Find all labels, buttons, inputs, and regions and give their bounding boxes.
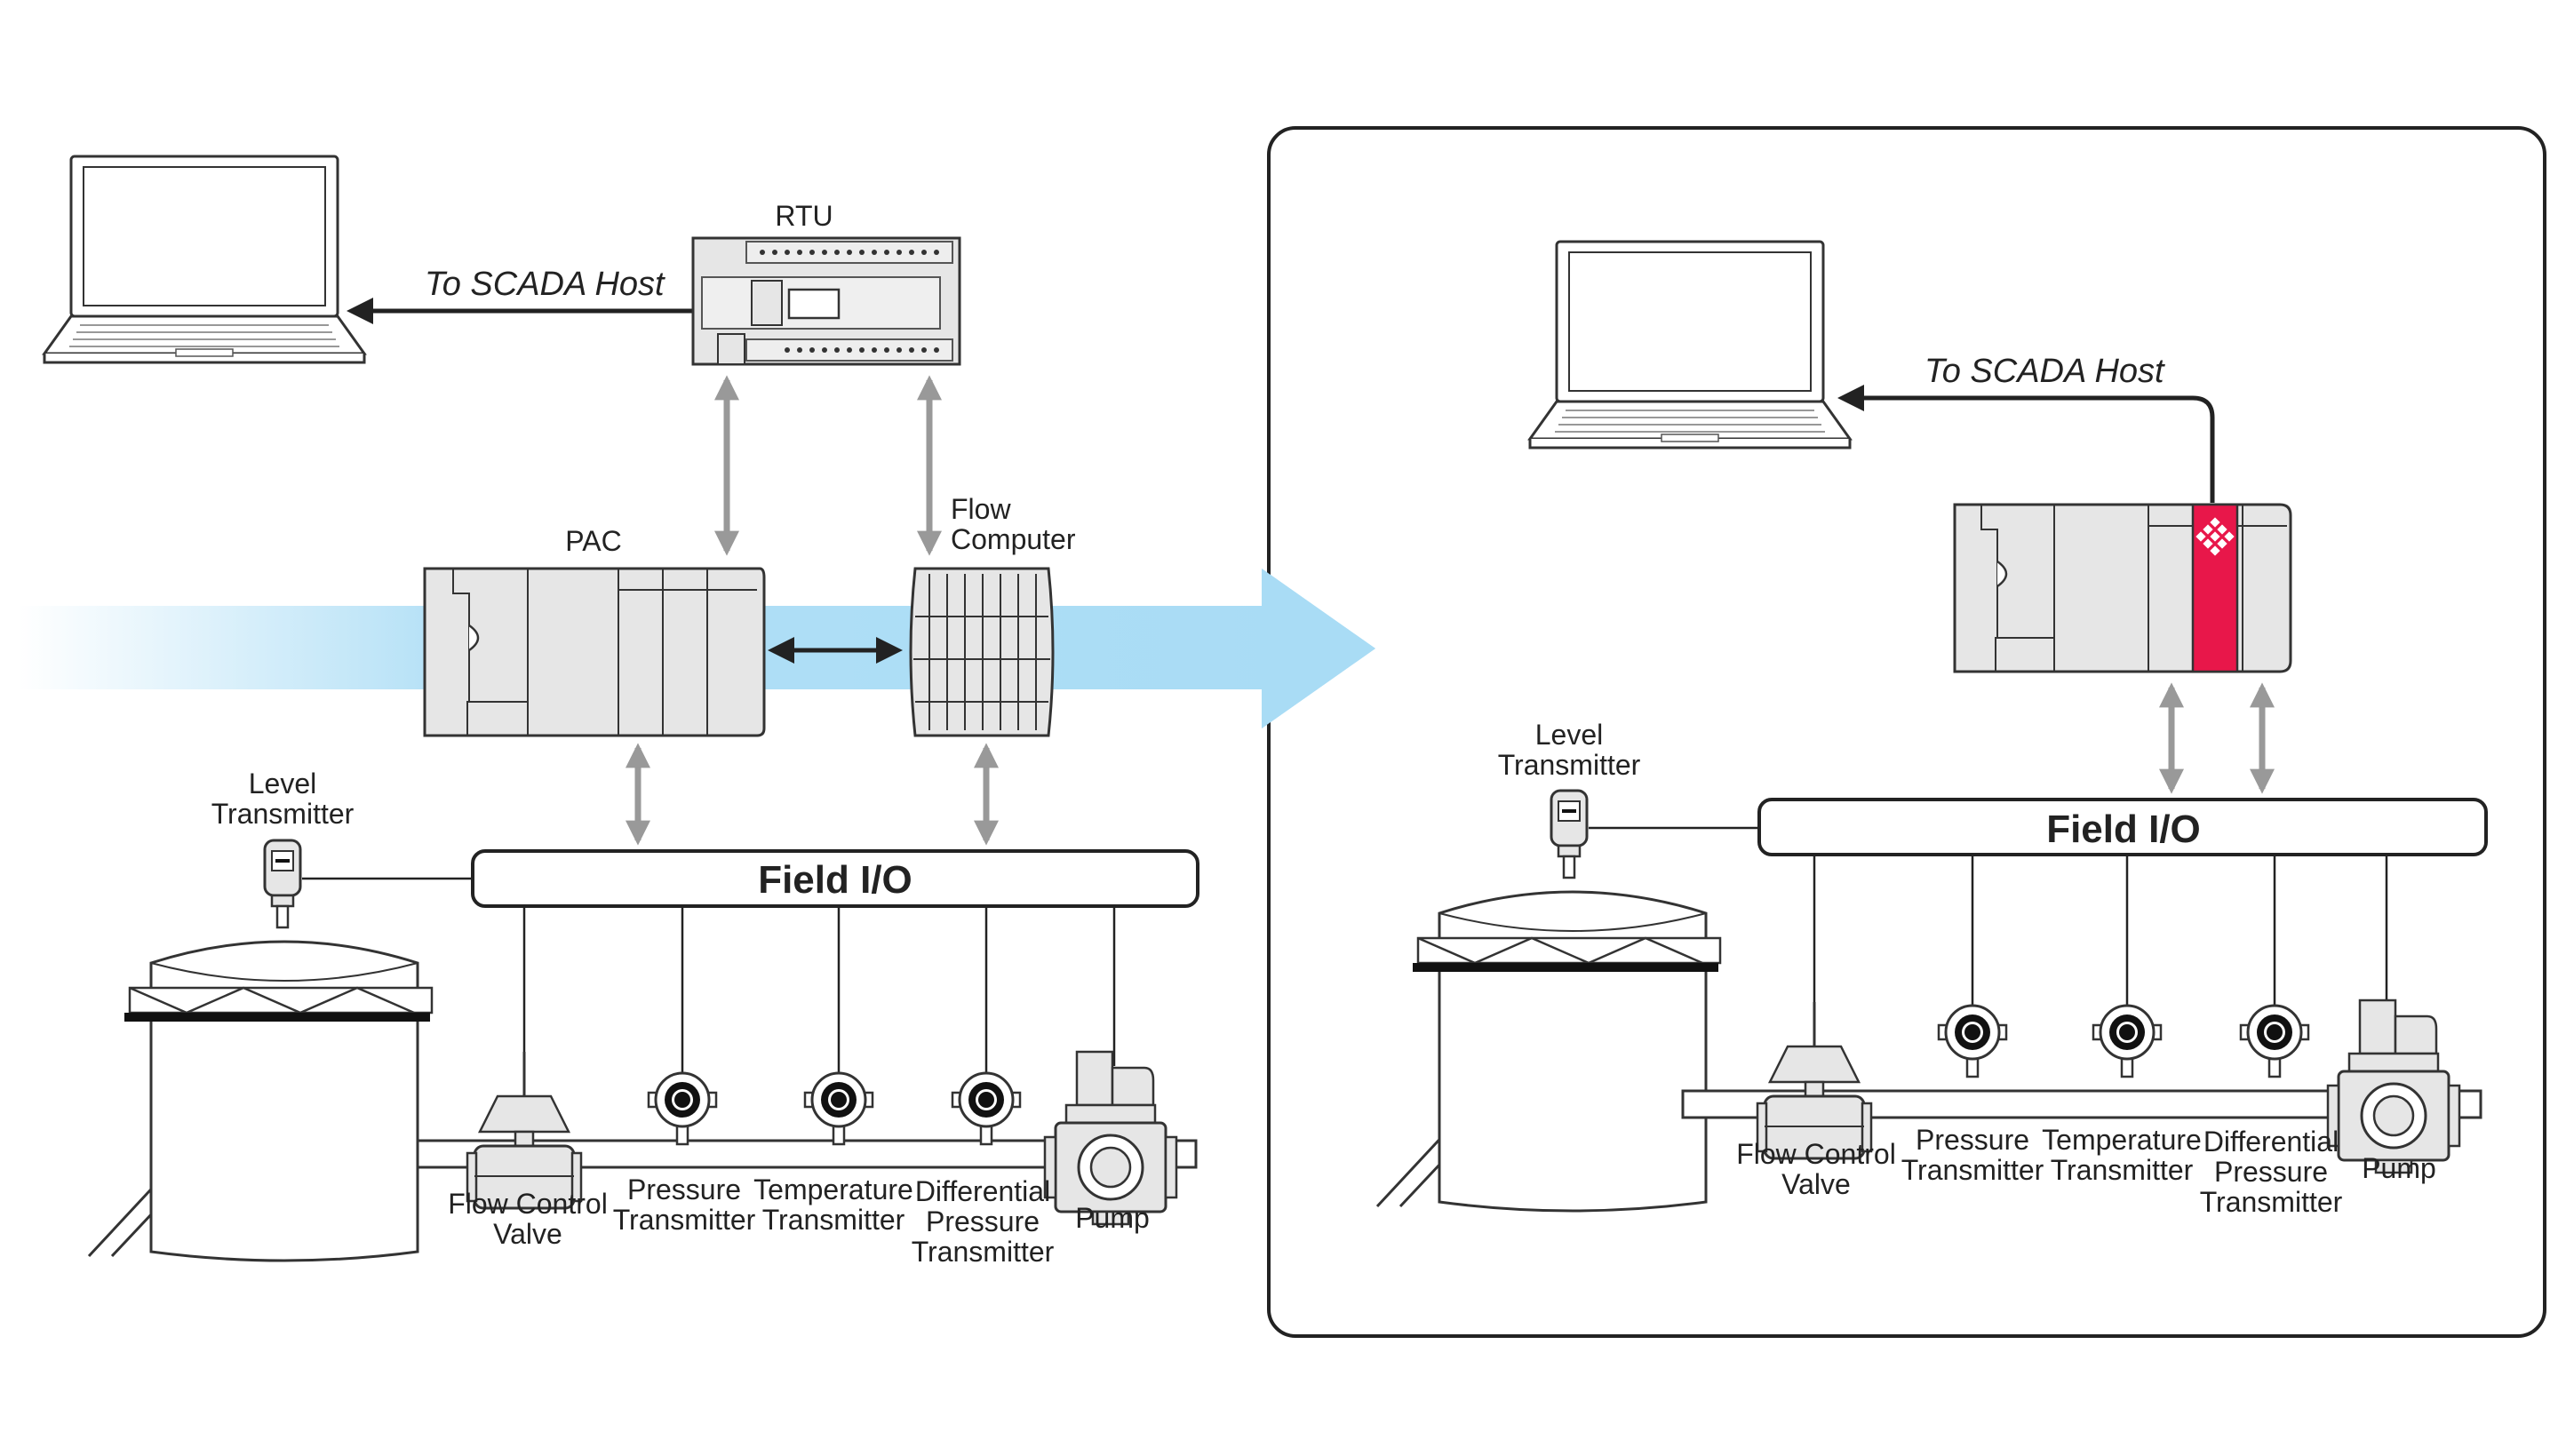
device-label-left-0-line2: Valve xyxy=(493,1218,562,1250)
temperature-transmitter-icon-left xyxy=(803,1071,874,1146)
device-label-left-3-line2: Pressure xyxy=(926,1205,1040,1237)
controller-red-module xyxy=(2191,503,2239,673)
device-label-left-3-line1: Differential xyxy=(915,1175,1050,1207)
field-io-label-right: Field I/O xyxy=(2046,808,2201,851)
scada-host-label-left: To SCADA Host xyxy=(425,266,665,303)
level-transmitter-icon-right xyxy=(1550,789,1589,879)
controller-logo-icon xyxy=(2195,517,2235,556)
flow-computer-device xyxy=(909,567,1055,737)
storage-tank-right xyxy=(1375,890,1722,1213)
pump-icon-right xyxy=(2326,999,2461,1174)
device-label-right-2-line1: Temperature xyxy=(2042,1124,2202,1156)
device-label-left-4-line1: Pump xyxy=(1075,1202,1150,1234)
right-panel-frame xyxy=(1267,126,2546,1338)
device-label-right-4-line1: Pump xyxy=(2362,1152,2436,1184)
device-label-left-2-line2: Transmitter xyxy=(762,1204,905,1236)
device-label-left-1-line2: Transmitter xyxy=(613,1204,756,1236)
level-transmitter-label-right-line2: Transmitter xyxy=(1498,749,1641,781)
scada-link-arrow-right xyxy=(1837,385,2215,503)
pac-device xyxy=(423,567,766,737)
pac-label: PAC xyxy=(565,525,621,557)
level-transmitter-label-left-line1: Level xyxy=(249,768,317,800)
pressure-transmitter-icon-left xyxy=(647,1071,718,1146)
level-transmitter-icon-left xyxy=(263,839,302,929)
field-wires-left xyxy=(522,906,1116,1073)
device-label-right-3-line1: Differential xyxy=(2203,1126,2339,1158)
scada-host-laptop-right xyxy=(1528,240,1852,450)
field-wires-right xyxy=(1813,855,2388,1007)
left-panel: To SCADA Host RTU xyxy=(18,155,1279,1268)
device-label-left-2-line1: Temperature xyxy=(753,1174,913,1205)
flow-control-valve-icon-left xyxy=(466,1050,583,1210)
device-label-right-2-line2: Transmitter xyxy=(2051,1154,2194,1186)
flow-control-valve-icon-right xyxy=(1756,1000,1873,1160)
right-panel: To SCADA Host xyxy=(1262,126,2546,1338)
device-label-right-1-line1: Pressure xyxy=(1916,1124,2029,1156)
level-transmitter-label-left-line2: Transmitter xyxy=(211,798,355,830)
device-label-right-3-line3: Transmitter xyxy=(2200,1186,2343,1218)
flow-computer-label-line2: Computer xyxy=(951,523,1076,555)
device-label-right-0-line2: Valve xyxy=(1781,1168,1851,1200)
device-label-right-1-line2: Transmitter xyxy=(1901,1154,2044,1186)
rtu-device xyxy=(691,236,961,366)
rtu-label: RTU xyxy=(775,200,833,232)
temperature-transmitter-icon-right xyxy=(2092,1004,2163,1078)
pump-icon-left xyxy=(1043,1050,1178,1226)
differential-pressure-transmitter-icon-left xyxy=(951,1071,1022,1146)
field-io-label-left: Field I/O xyxy=(758,858,912,902)
scada-host-laptop-left xyxy=(43,155,366,364)
differential-pressure-transmitter-icon-right xyxy=(2239,1004,2310,1078)
level-transmitter-label-right-line1: Level xyxy=(1535,719,1604,751)
device-label-left-1-line1: Pressure xyxy=(627,1174,741,1205)
edge-controller-device xyxy=(1953,503,2292,673)
device-label-right-0-line1: Flow Control xyxy=(1736,1138,1896,1170)
storage-tank-left xyxy=(87,940,434,1262)
flow-computer-label-line1: Flow xyxy=(951,493,1011,525)
scada-host-label-right: To SCADA Host xyxy=(1924,353,2165,390)
pressure-transmitter-icon-right xyxy=(1937,1004,2008,1078)
device-label-left-0-line1: Flow Control xyxy=(448,1188,608,1220)
device-label-left-3-line3: Transmitter xyxy=(912,1236,1055,1268)
device-label-right-3-line2: Pressure xyxy=(2214,1156,2328,1188)
